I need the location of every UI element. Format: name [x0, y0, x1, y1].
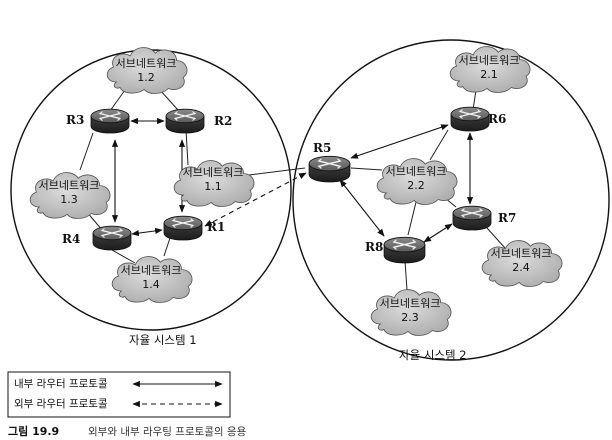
as2-label: 자율 시스템 2	[399, 348, 467, 362]
router-r1-icon	[163, 215, 203, 241]
irp-r5-r6	[350, 124, 449, 159]
router-r3-icon	[90, 108, 130, 134]
link-sn22-r6	[429, 129, 449, 161]
svg-text:2.1: 2.1	[480, 68, 498, 81]
router-label-r4: R4	[62, 232, 80, 246]
svg-text:서브네트워크: 서브네트워크	[491, 247, 552, 260]
legend: 내부 라우터 프로토콜 외부 라우터 프로토콜	[7, 371, 231, 418]
svg-text:1.2: 1.2	[137, 71, 155, 84]
subnetwork-2-1: 서브네트워크 2.1	[449, 46, 531, 93]
router-label-r6: R6	[488, 112, 506, 126]
svg-text:1.1: 1.1	[204, 180, 222, 193]
router-label-r2: R2	[214, 114, 232, 128]
svg-text:서브네트워크: 서브네트워크	[116, 57, 177, 70]
caption-number: 그림 19.9	[8, 425, 59, 438]
svg-text:서브네트워크: 서브네트워크	[386, 165, 447, 178]
router-r7-icon	[452, 205, 492, 231]
subnetwork-1-3: 서브네트워크 1.3	[29, 172, 111, 219]
router-r2-icon	[165, 108, 205, 134]
svg-text:서브네트워크: 서브네트워크	[39, 179, 100, 192]
router-r8-icon	[383, 236, 426, 264]
link-r8-sn23	[404, 260, 408, 291]
irp-r8-r7	[423, 223, 453, 243]
svg-text:서브네트워크: 서브네트워크	[459, 54, 520, 67]
legend-exterior-label: 외부 라우터 프로토콜	[14, 398, 108, 410]
legend-interior-label: 내부 라우터 프로토콜	[14, 378, 108, 390]
link-r6-sn21	[472, 89, 477, 111]
subnetwork-2-3: 서브네트워크 2.3	[370, 289, 452, 336]
subnetwork-1-2: 서브네트워크 1.2	[106, 47, 188, 94]
erp-r1-r5	[204, 172, 307, 227]
link-r3-sn13	[79, 132, 94, 171]
link-sn22-r8	[407, 197, 418, 236]
svg-text:2.4: 2.4	[512, 261, 530, 274]
link-r2-sn11	[185, 129, 189, 166]
router-label-r1: R1	[207, 220, 225, 234]
router-r6-icon	[450, 106, 490, 132]
svg-text:서브네트워크: 서브네트워크	[121, 264, 182, 277]
router-r4-icon	[92, 225, 132, 251]
subnetwork-1-1: 서브네트워크 1.1	[173, 160, 255, 207]
link-r3-sn12	[109, 89, 126, 112]
link-r7-sn24	[486, 227, 506, 249]
link-r4-sn14	[111, 249, 136, 264]
link-r5-sn22	[350, 167, 383, 171]
subnetwork-1-4: 서브네트워크 1.4	[111, 256, 193, 303]
svg-text:2.3: 2.3	[401, 311, 419, 324]
svg-text:2.2: 2.2	[407, 179, 425, 192]
caption-text: 외부와 내부 라우팅 프로토콜의 응용	[88, 426, 247, 438]
link-r1-sn14	[163, 237, 171, 257]
svg-text:서브네트워크: 서브네트워크	[183, 166, 244, 179]
router-label-r8: R8	[365, 240, 383, 254]
router-label-r3: R3	[66, 113, 84, 127]
router-label-r5: R5	[313, 141, 331, 155]
svg-text:1.3: 1.3	[60, 193, 78, 206]
irp-r4-r1	[131, 227, 163, 237]
router-label-r7: R7	[498, 211, 516, 225]
subnetwork-2-2: 서브네트워크 2.2	[376, 158, 458, 205]
subnetwork-2-4: 서브네트워크 2.4	[481, 240, 563, 287]
link-r2-sn12	[159, 89, 179, 111]
svg-text:서브네트워크: 서브네트워크	[380, 297, 441, 310]
svg-text:1.4: 1.4	[142, 278, 160, 291]
as1-label: 자율 시스템 1	[129, 333, 197, 347]
router-r5-icon	[308, 155, 351, 183]
irp-r5-r8	[339, 179, 385, 237]
legend-box	[7, 371, 231, 418]
